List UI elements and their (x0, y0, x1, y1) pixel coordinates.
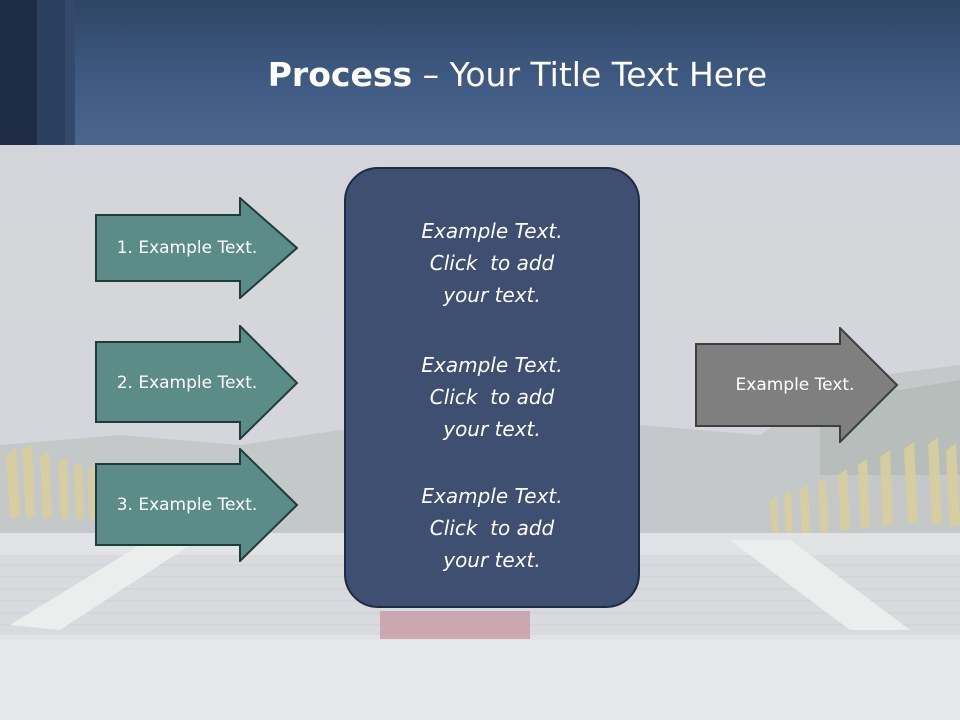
process-arrow-1[interactable]: 1. Example Text. (95, 197, 299, 299)
title-bar: Process – Your Title Text Here (0, 0, 960, 145)
arrow-shape-icon (695, 327, 899, 443)
output-arrow[interactable]: Example Text. (695, 327, 899, 443)
arrow-label: 3. Example Text. (116, 495, 258, 515)
arrow-label: 1. Example Text. (116, 238, 258, 258)
panel-line: your text. (443, 548, 541, 572)
process-arrow-3[interactable]: 3. Example Text. (95, 448, 299, 562)
header-accent-bar (0, 0, 37, 145)
arrow-shape-icon (95, 197, 299, 299)
arrow-label: Example Text. (735, 375, 855, 395)
arrow-shape-icon (95, 325, 299, 440)
panel-line: Example Text. (421, 484, 563, 508)
panel-line: Click to add (429, 251, 555, 275)
panel-line: your text. (443, 283, 541, 307)
center-text-panel[interactable]: Example Text. Click to add your text. Ex… (344, 167, 640, 608)
panel-text-block-1[interactable]: Example Text. Click to add your text. (346, 215, 638, 311)
title-rest-text: – Your Title Text Here (412, 55, 768, 94)
header-accent-bar (65, 0, 75, 145)
arrow-shape-icon (95, 448, 299, 562)
title-bold-text: Process (267, 55, 413, 94)
header-accent-bar (37, 0, 65, 145)
panel-line: Click to add (429, 516, 555, 540)
process-arrow-2[interactable]: 2. Example Text. (95, 325, 299, 440)
arrow-label: 2. Example Text. (116, 372, 258, 393)
panel-line: Example Text. (421, 219, 563, 243)
slide-title[interactable]: Process – Your Title Text Here (75, 52, 960, 98)
panel-line: your text. (443, 417, 541, 441)
panel-line: Example Text. (421, 353, 563, 377)
panel-text-block-3[interactable]: Example Text. Click to add your text. (346, 480, 638, 576)
panel-line: Click to add (429, 385, 555, 409)
panel-text-block-2[interactable]: Example Text. Click to add your text. (346, 349, 638, 445)
